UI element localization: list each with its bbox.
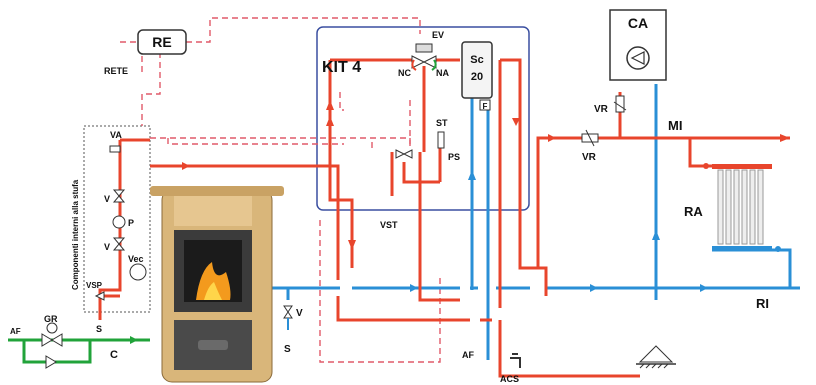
- na-arrow-icon: [431, 59, 437, 71]
- kit-frame: [316, 26, 530, 211]
- mi-label: MI: [668, 118, 682, 133]
- v2-label: V: [104, 242, 110, 252]
- sc20-exchanger: [461, 41, 493, 99]
- pump-icon: [626, 46, 650, 70]
- sc-label: Sc: [470, 54, 483, 66]
- f-label: F: [483, 102, 488, 111]
- pressure-reducer-icon: [41, 322, 63, 369]
- af-left-label: AF: [10, 327, 21, 336]
- vst-valve-icon: [395, 149, 413, 159]
- re-box: [137, 29, 187, 55]
- va-label: VA: [110, 130, 122, 140]
- vr-mid-label: VR: [582, 152, 597, 163]
- hot-flow-arrows: [182, 100, 790, 250]
- hot-pipes: [98, 58, 790, 378]
- sc-num-label: 20: [471, 71, 483, 83]
- mains-flow-arrow-icon: [130, 336, 138, 344]
- s-right-label: S: [284, 344, 291, 355]
- gr-label: GR: [44, 314, 58, 324]
- na-label: NA: [436, 68, 449, 78]
- re-label: RE: [152, 34, 171, 50]
- pressure-switch-icon: [437, 131, 445, 149]
- ra-label: RA: [684, 204, 703, 219]
- stove-components-frame: [83, 125, 151, 313]
- vsp-label: VSP: [86, 281, 103, 290]
- pump-arrow-icon: [630, 51, 645, 65]
- acs-label: ACS: [500, 374, 519, 384]
- p-label: P: [128, 218, 134, 228]
- ev-label: EV: [432, 30, 444, 40]
- v1-label: V: [104, 194, 110, 204]
- tap-icon: [510, 353, 521, 368]
- c-label: C: [110, 349, 118, 361]
- vr-check-valve-top-icon: [613, 95, 627, 113]
- s-left-label: S: [96, 324, 102, 334]
- vr-top-label: VR: [594, 104, 609, 115]
- v-right-label: V: [296, 308, 303, 319]
- ps-label: PS: [448, 152, 460, 162]
- drain-valve-right-icon: [283, 305, 293, 330]
- expansion-vessel-icon: [636, 345, 676, 369]
- nc-label: NC: [398, 68, 411, 78]
- stove-internal-components: [94, 145, 147, 301]
- cold-flow-arrows: [410, 170, 708, 292]
- flow-switch-box: [479, 99, 491, 111]
- rete-label: RETE: [104, 66, 128, 76]
- radiator: [703, 163, 781, 252]
- ca-label: CA: [628, 15, 648, 31]
- stove-components-label: Componenti interni alla stufa: [71, 179, 80, 290]
- vst-label: VST: [380, 220, 398, 230]
- ri-label: RI: [756, 296, 769, 311]
- af-bottom-label: AF: [462, 350, 474, 360]
- ev-valve-icon: [411, 43, 437, 69]
- mains-supply-pipes: [8, 338, 150, 364]
- kit-label: KIT 4: [322, 59, 361, 76]
- st-label: ST: [436, 118, 448, 128]
- vec-label: Vec: [128, 254, 144, 264]
- nc-arrow-icon: [411, 59, 417, 71]
- vr-check-valve-mid-icon: [581, 129, 599, 147]
- pellet-stove: [150, 186, 284, 383]
